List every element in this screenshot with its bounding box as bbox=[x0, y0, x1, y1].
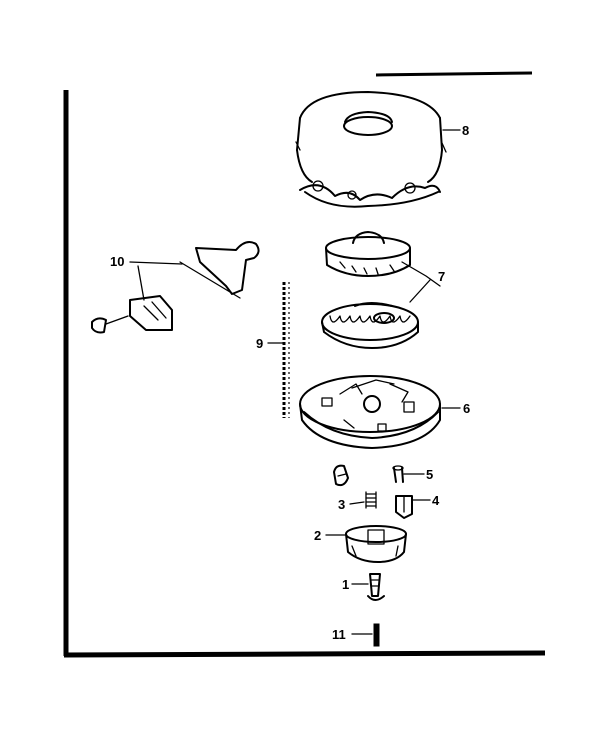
callout-4: 4 bbox=[432, 493, 440, 508]
spring-part bbox=[365, 491, 377, 509]
callout-6: 6 bbox=[463, 401, 470, 416]
pawl-part bbox=[395, 495, 413, 519]
leader-10a bbox=[129, 261, 183, 265]
small-pin-part bbox=[392, 465, 404, 483]
callout-3: 3 bbox=[338, 497, 345, 512]
callout-labels: 8 7 9 10 6 5 4 3 2 1 11 bbox=[110, 123, 470, 642]
callout-7: 7 bbox=[438, 269, 445, 284]
spring-cup-part bbox=[325, 231, 411, 277]
rewind-spring-part bbox=[321, 302, 419, 349]
leader-7b bbox=[409, 279, 431, 303]
hub-part bbox=[345, 525, 407, 563]
leader-lines bbox=[129, 129, 461, 635]
callout-9: 9 bbox=[256, 336, 263, 351]
callout-10: 10 bbox=[110, 254, 124, 269]
leader-10b bbox=[137, 265, 145, 301]
screw-part bbox=[367, 573, 385, 601]
callout-5: 5 bbox=[426, 467, 433, 482]
callout-11: 11 bbox=[332, 627, 346, 642]
pin-part bbox=[373, 623, 380, 647]
pulley-part bbox=[299, 375, 441, 449]
handle-assembly-part bbox=[91, 241, 260, 334]
starter-housing-part bbox=[295, 91, 447, 208]
starter-rope-part bbox=[282, 282, 290, 418]
callout-8: 8 bbox=[462, 123, 469, 138]
leader-3 bbox=[349, 501, 365, 505]
callout-1: 1 bbox=[342, 577, 349, 592]
diagram-frame bbox=[63, 71, 546, 658]
pawl-left-part bbox=[333, 464, 349, 487]
leader-7a bbox=[401, 261, 441, 287]
callout-2: 2 bbox=[314, 528, 321, 543]
